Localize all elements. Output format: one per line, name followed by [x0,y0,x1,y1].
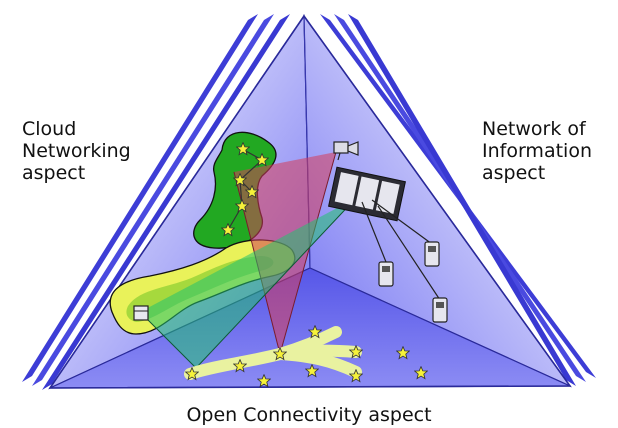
cloud-networking-label: Cloud Networking aspect [22,118,131,184]
display-panel-icon [328,166,406,222]
handset-icon [432,297,448,323]
handset-icon [424,241,440,267]
cloud-label-line-3: aspect [22,162,86,184]
cloud-label-line-1: Cloud [22,118,77,140]
cloud-label-line-2: Networking [22,140,131,162]
network-information-label: Network of Information aspect [482,118,592,184]
right-edge-flaps [320,14,596,386]
open-connectivity-label: Open Connectivity aspect [186,404,432,426]
camera-icon [333,141,359,161]
handset-links [361,199,441,301]
network-label-line-2: Information [482,140,592,162]
pyramid-faces [48,14,572,390]
handset-icon [378,261,394,287]
network-label-line-3: aspect [482,162,546,184]
network-label-line-1: Network of [482,118,586,140]
left-edge-flaps [22,14,290,390]
server-icon [133,305,149,321]
green-beam [139,197,357,369]
